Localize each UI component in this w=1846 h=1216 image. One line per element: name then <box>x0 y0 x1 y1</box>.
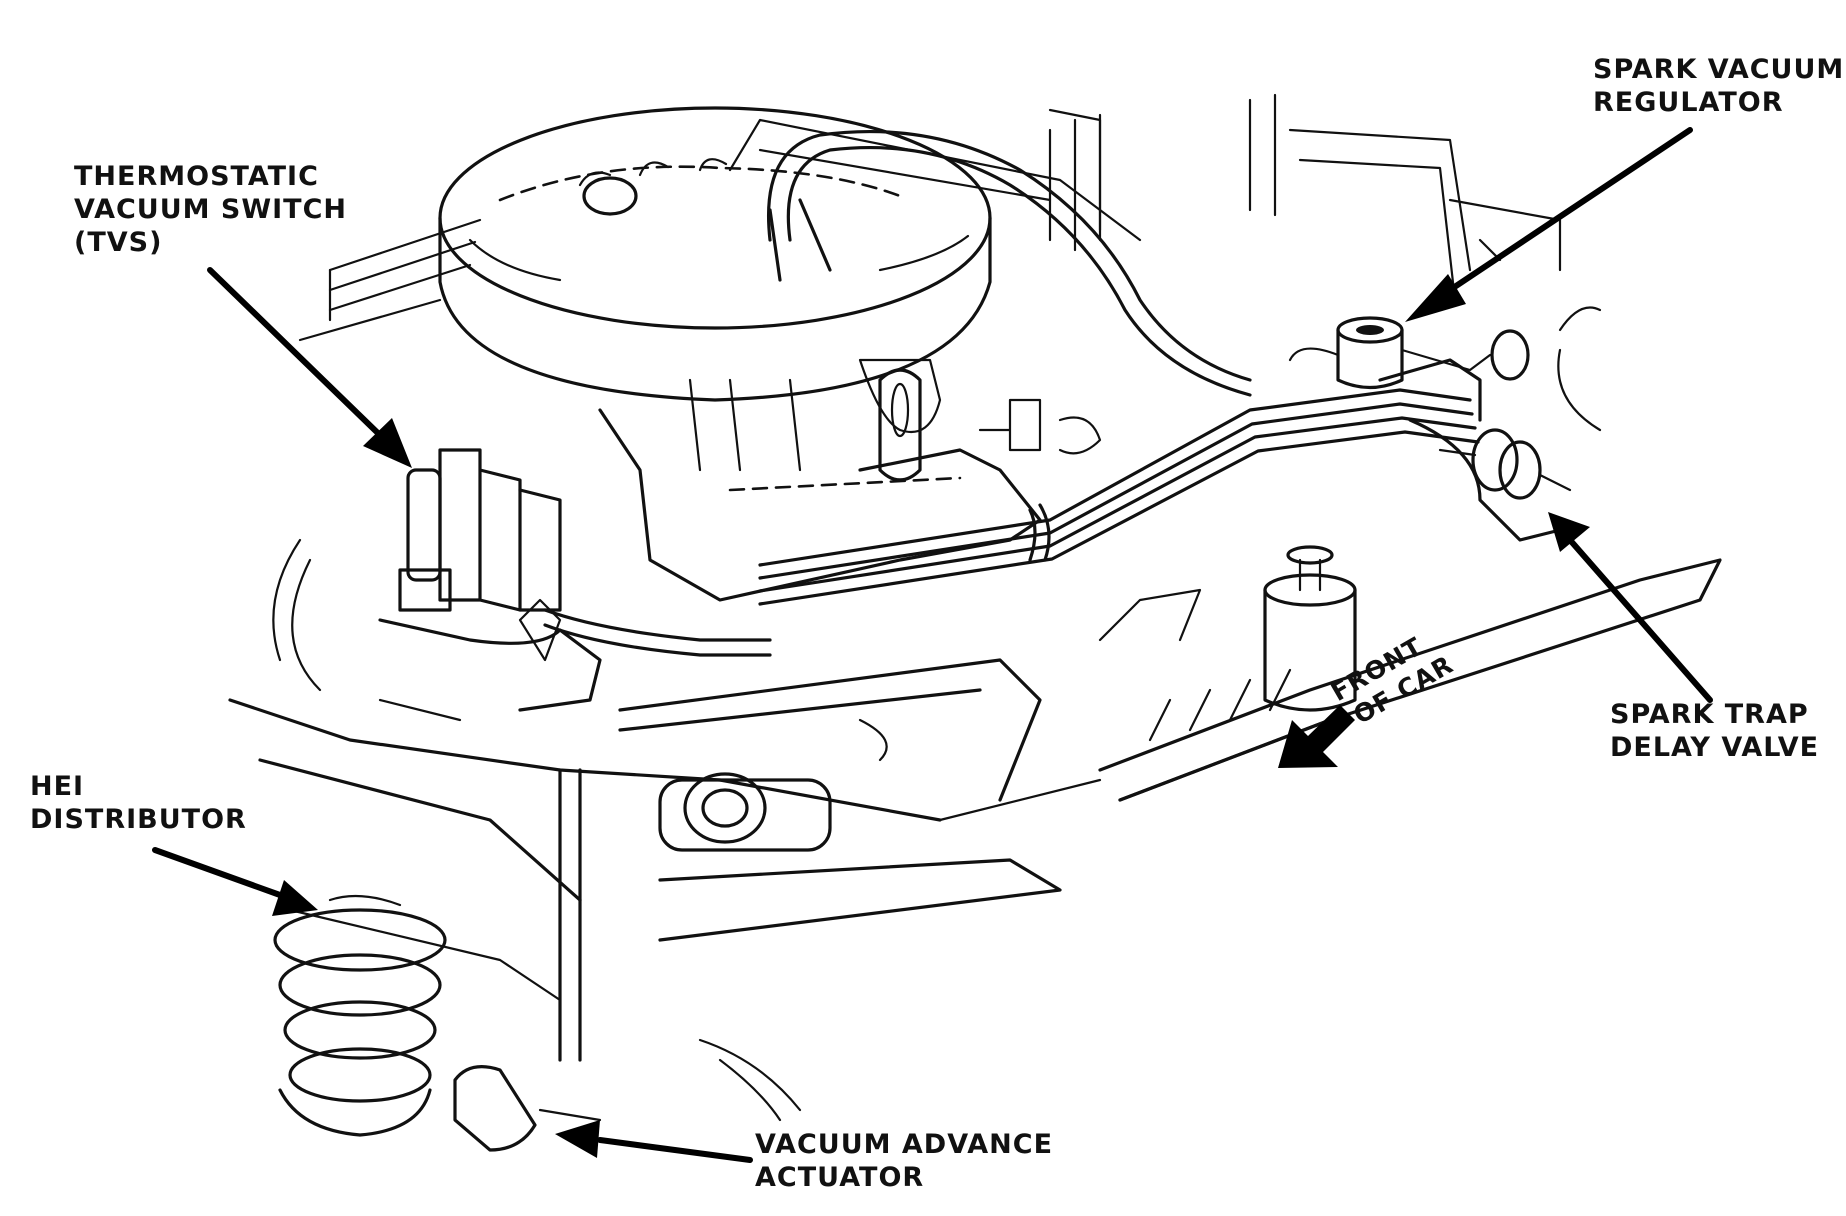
engine-block <box>228 545 1722 1062</box>
arrow-front-of-car <box>1278 705 1355 768</box>
label-spark-trap-delay-valve: SPARK TRAP DELAY VALVE <box>1610 698 1819 764</box>
label-line: VACUUM ADVANCE <box>755 1129 1054 1160</box>
label-line: HEI <box>30 771 85 802</box>
misc-lines <box>272 306 1602 1122</box>
arrow-spark-trap-delay-valve <box>1548 512 1713 703</box>
arrow-vacuum-advance-actuator <box>555 1120 753 1163</box>
vacuum-hose-bundle <box>543 358 1562 657</box>
label-thermostatic-vacuum-switch: THERMOSTATIC VACUUM SWITCH (TVS) <box>74 160 347 259</box>
label-line: SPARK TRAP <box>1610 699 1809 730</box>
label-vacuum-advance-actuator: VACUUM ADVANCE ACTUATOR <box>755 1128 1053 1194</box>
label-line: VACUUM SWITCH <box>74 194 347 225</box>
label-line: REGULATOR <box>1593 87 1784 118</box>
thermostatic-vacuum-switch-part <box>378 448 602 712</box>
label-line: DELAY VALVE <box>1610 732 1820 763</box>
carburetor <box>598 368 1102 602</box>
label-line: DISTRIBUTOR <box>30 804 247 835</box>
air-cleaner <box>438 106 992 434</box>
label-spark-vacuum-regulator: SPARK VACUUM REGULATOR <box>1593 53 1844 119</box>
spark-trap-delay-valve-part <box>1438 428 1572 500</box>
leader-arrows <box>152 127 1713 1163</box>
label-line: SPARK VACUUM <box>1593 54 1845 85</box>
arrow-hei-distributor <box>152 847 318 916</box>
hei-distributor-part <box>273 894 602 1152</box>
label-line: THERMOSTATIC <box>74 161 319 192</box>
valve-covers <box>298 93 1562 342</box>
label-hei-distributor: HEI DISTRIBUTOR <box>30 770 247 836</box>
spark-vacuum-regulator-part <box>1288 316 1530 390</box>
arrow-thermostatic-vacuum-switch <box>207 267 412 468</box>
label-line: ACTUATOR <box>755 1162 925 1193</box>
arrow-spark-vacuum-regulator <box>1405 127 1693 322</box>
vacuum-line-upper <box>767 130 1252 397</box>
label-line: (TVS) <box>74 227 163 258</box>
